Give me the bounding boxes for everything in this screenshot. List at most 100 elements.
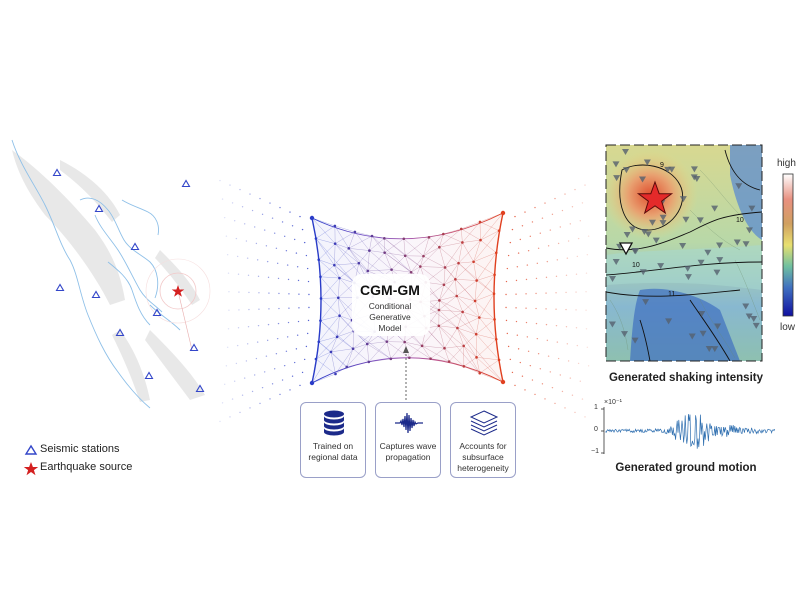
ray-dot-left	[249, 407, 251, 409]
mesh-edge	[409, 357, 431, 359]
mesh-edge	[480, 239, 497, 253]
mesh-edge	[386, 341, 392, 359]
ray-dot-left	[253, 226, 256, 228]
ray-dot-left	[288, 293, 290, 295]
mesh-node	[370, 234, 374, 238]
mesh-edge	[479, 373, 504, 383]
mesh-edge	[455, 279, 476, 302]
mesh-edge	[335, 231, 355, 244]
model-subtitle-line: Model	[378, 323, 402, 333]
mesh-edge	[409, 345, 423, 358]
ray-dot-left	[228, 309, 230, 311]
mesh-edge	[458, 261, 474, 264]
mesh-edge	[476, 357, 504, 383]
ray-dot-right	[529, 235, 532, 238]
mesh-edge	[405, 237, 430, 256]
mesh-edge	[315, 351, 332, 360]
mesh-edge	[384, 238, 404, 253]
ray-dot-left	[307, 319, 310, 322]
mesh-edge	[476, 334, 497, 340]
ray-dot-left	[275, 353, 278, 355]
map-station-marker	[690, 166, 698, 173]
ray-dot-left	[286, 264, 289, 266]
ray-dot-left	[237, 273, 240, 275]
mesh-edge	[443, 267, 446, 285]
mesh-edge	[428, 237, 440, 248]
mesh-edge	[348, 248, 370, 251]
ray-dot-left	[246, 343, 249, 345]
legend-stations-label: Seismic stations	[40, 443, 120, 455]
mesh-edge	[438, 325, 480, 374]
ray-dot-right	[509, 241, 512, 244]
source-rings	[145, 258, 211, 351]
mesh-edge	[367, 343, 369, 362]
mesh-edge	[493, 293, 495, 320]
mesh-edge	[438, 325, 458, 329]
mesh-edge	[334, 225, 349, 249]
ray-dot-right	[584, 416, 586, 418]
ray-dot-left	[259, 197, 261, 200]
ray-dot-right	[555, 308, 557, 310]
ray-dot-right	[584, 184, 586, 186]
mesh-edge	[474, 300, 480, 318]
mesh-edge	[444, 327, 458, 349]
ray-dot-right	[537, 353, 540, 355]
network-corner-node	[500, 379, 506, 385]
mesh-edge	[423, 233, 444, 257]
ray-dot-right	[571, 394, 574, 396]
mesh-edge	[315, 238, 355, 284]
ray-dot-left	[268, 292, 270, 294]
ray-dot-right	[561, 209, 564, 212]
map-station-marker	[652, 237, 660, 244]
ray-dot-left	[308, 293, 310, 296]
mesh-edge	[335, 243, 359, 264]
station-marker	[115, 328, 125, 337]
ray-dot-left	[305, 345, 308, 348]
map-station-marker	[609, 276, 617, 283]
ray-dot-left	[285, 250, 288, 252]
ray-dot-right	[511, 228, 514, 231]
mesh-edge	[320, 276, 340, 279]
map-station-marker	[735, 183, 743, 190]
map-station-marker	[631, 337, 639, 344]
mesh-edge	[476, 357, 480, 374]
mesh-edge	[421, 325, 439, 346]
mesh-node	[447, 360, 451, 363]
mesh-edge	[339, 277, 355, 284]
mesh-node	[383, 251, 386, 254]
mesh-node	[403, 340, 406, 344]
mesh-edge	[315, 225, 335, 239]
mesh-node	[314, 237, 318, 240]
ray-dot-left	[235, 237, 238, 240]
mesh-edge	[463, 345, 480, 374]
mesh-edge	[320, 276, 339, 298]
mesh-edge	[391, 269, 412, 273]
mesh-edge	[456, 280, 477, 297]
ray-dot-left	[239, 188, 241, 191]
map-station-marker	[684, 274, 692, 281]
map-station-marker	[639, 176, 647, 183]
ray-dot-left	[271, 217, 274, 219]
mesh-edge	[462, 300, 476, 313]
map-station-marker	[697, 259, 705, 266]
mesh-edge	[430, 348, 445, 359]
mesh-edge	[311, 217, 336, 244]
mesh-edge	[438, 295, 457, 311]
ray-dot-right	[551, 386, 554, 389]
ray-dot-left	[289, 211, 291, 213]
ray-dot-left	[221, 402, 224, 404]
map-station-marker	[684, 265, 692, 272]
selected-station-marker	[618, 242, 634, 256]
ray-dot-right	[521, 375, 524, 377]
station-marker	[91, 290, 101, 299]
ray-dot-left	[223, 383, 226, 386]
mesh-edge	[352, 343, 368, 349]
map-station-marker	[752, 322, 760, 329]
ray-dot-right	[545, 323, 548, 326]
mesh-node	[494, 251, 498, 255]
mesh-node	[420, 344, 424, 348]
mesh-edge	[410, 256, 424, 273]
ray-dot-right	[531, 379, 534, 381]
mesh-edge	[496, 339, 500, 360]
mesh-edge	[420, 266, 446, 268]
